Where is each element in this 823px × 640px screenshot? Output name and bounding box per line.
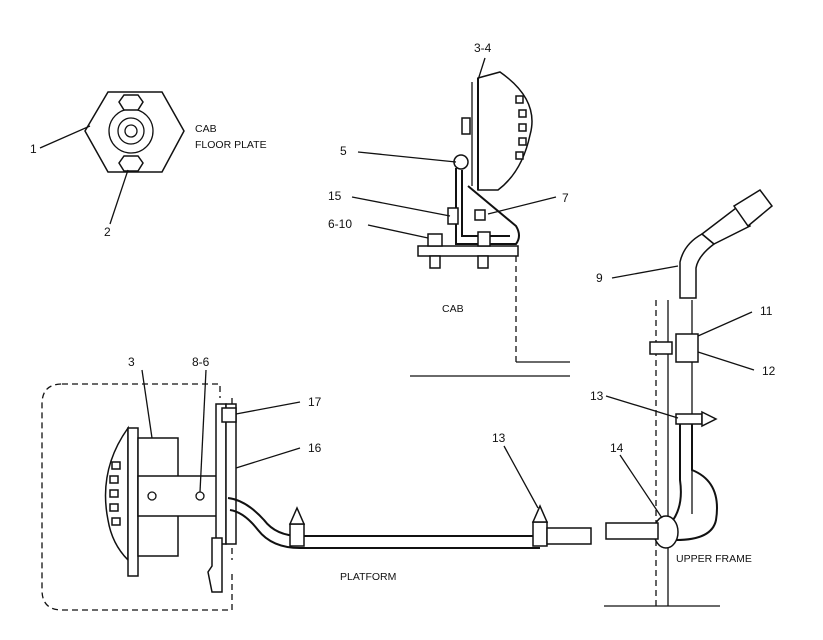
callout-3: 3 xyxy=(128,355,135,369)
base-nut-right xyxy=(477,255,489,269)
cab-light-assembly: 3-4 5 15 6-10 7 CAB xyxy=(328,41,570,377)
bent-tube xyxy=(679,233,716,299)
bracket-nut xyxy=(474,209,486,221)
top-bolt-hex xyxy=(118,94,144,111)
leader-6-10 xyxy=(367,224,429,239)
clip-right-tip xyxy=(531,504,549,523)
upper-frame-assembly: 9 11 12 13 14 UPPER FRAME xyxy=(590,189,776,607)
clamp-bolt xyxy=(649,341,673,355)
cab-floor-plate-view: 1 2 CAB FLOOR PLATE xyxy=(30,91,267,239)
leader-17 xyxy=(235,401,301,415)
callout-8-6: 8-6 xyxy=(192,355,210,369)
lamp-bezel xyxy=(127,427,139,577)
base-bolt-left xyxy=(427,233,443,247)
callout-17: 17 xyxy=(308,395,322,409)
hose-end-right xyxy=(605,522,659,540)
lens-slot-5 xyxy=(515,151,524,160)
plate-inner-ring xyxy=(117,117,145,145)
callout-1: 1 xyxy=(30,142,37,156)
p-lens-slot-2 xyxy=(109,475,119,484)
platform-label: PLATFORM xyxy=(340,571,396,583)
mount-bracket xyxy=(455,168,520,245)
upper-frame-label: UPPER FRAME xyxy=(676,553,752,565)
leader-12 xyxy=(697,351,755,371)
callout-2: 2 xyxy=(104,225,111,239)
callout-5: 5 xyxy=(340,144,347,158)
clamp-nut xyxy=(675,333,699,363)
leader-14 xyxy=(619,454,663,519)
hose-clip xyxy=(675,413,703,425)
lens-slot-1 xyxy=(515,95,524,104)
base-nut-left xyxy=(429,255,441,269)
hex-floor-plate xyxy=(84,91,185,173)
mount-bracket-inner xyxy=(461,170,510,237)
curved-tube-outer xyxy=(675,424,718,541)
mount-bolt-17 xyxy=(221,407,237,423)
platform-light-assembly: 3 8-6 17 16 13 PLATFORM xyxy=(41,355,592,611)
leader-1 xyxy=(39,125,91,149)
leader-9 xyxy=(611,265,679,279)
hose-end-left xyxy=(546,527,592,545)
mount-foot xyxy=(207,537,223,593)
lens-slot-2 xyxy=(518,109,527,118)
leader-7 xyxy=(487,196,557,215)
lamp-stud xyxy=(461,117,471,135)
leader-3 xyxy=(141,369,153,439)
leader-3-4 xyxy=(477,57,486,81)
p-lens-slot-1 xyxy=(111,461,121,470)
callout-15: 15 xyxy=(328,189,342,203)
callout-12: 12 xyxy=(762,364,776,378)
hose-lower xyxy=(229,509,540,549)
callout-3-4: 3-4 xyxy=(474,41,492,55)
clip-left-tip xyxy=(288,506,306,525)
bracket-hole-left xyxy=(147,491,157,501)
cab-floor-label-line2: FLOOR PLATE xyxy=(195,139,267,151)
lens-slot-3 xyxy=(518,123,527,132)
lens-slot-4 xyxy=(518,137,527,146)
callout-13-mid: 13 xyxy=(492,431,506,445)
leader-15 xyxy=(351,196,451,217)
leader-2 xyxy=(109,169,129,225)
callout-14: 14 xyxy=(610,441,624,455)
curved-tube-inner xyxy=(669,424,682,525)
mount-plate-outer xyxy=(225,403,237,545)
platform-bracket xyxy=(137,475,221,517)
tube-end xyxy=(732,189,774,228)
cab-floor-label-line1: CAB xyxy=(195,123,217,135)
leader-13-right xyxy=(605,395,679,419)
callout-7: 7 xyxy=(562,191,569,205)
base-bolt-right xyxy=(477,231,491,247)
clip-tip xyxy=(701,410,718,428)
callout-13-right: 13 xyxy=(590,389,604,403)
cab-label: CAB xyxy=(442,303,464,315)
mount-plate xyxy=(215,403,227,545)
p-lens-slot-4 xyxy=(109,503,119,512)
bracket-pivot xyxy=(453,154,469,170)
plate-center-hole xyxy=(124,124,138,138)
p-lens-slot-5 xyxy=(111,517,121,526)
callout-6-10: 6-10 xyxy=(328,217,352,231)
leader-8-6 xyxy=(199,369,207,493)
callout-9: 9 xyxy=(596,271,603,285)
cab-base-plate xyxy=(417,245,519,257)
hose-upper xyxy=(227,497,540,537)
callout-11: 11 xyxy=(760,304,773,318)
bottom-bolt-hex xyxy=(118,155,144,172)
leader-5 xyxy=(357,151,457,163)
leader-13-mid xyxy=(503,445,539,509)
leader-16 xyxy=(235,447,301,469)
hose-clip-right xyxy=(532,521,548,547)
callout-16: 16 xyxy=(308,441,322,455)
leader-11 xyxy=(697,311,753,337)
tube-grip xyxy=(700,206,752,245)
p-lens-slot-3 xyxy=(109,489,119,498)
hose-clip-left xyxy=(289,523,305,547)
